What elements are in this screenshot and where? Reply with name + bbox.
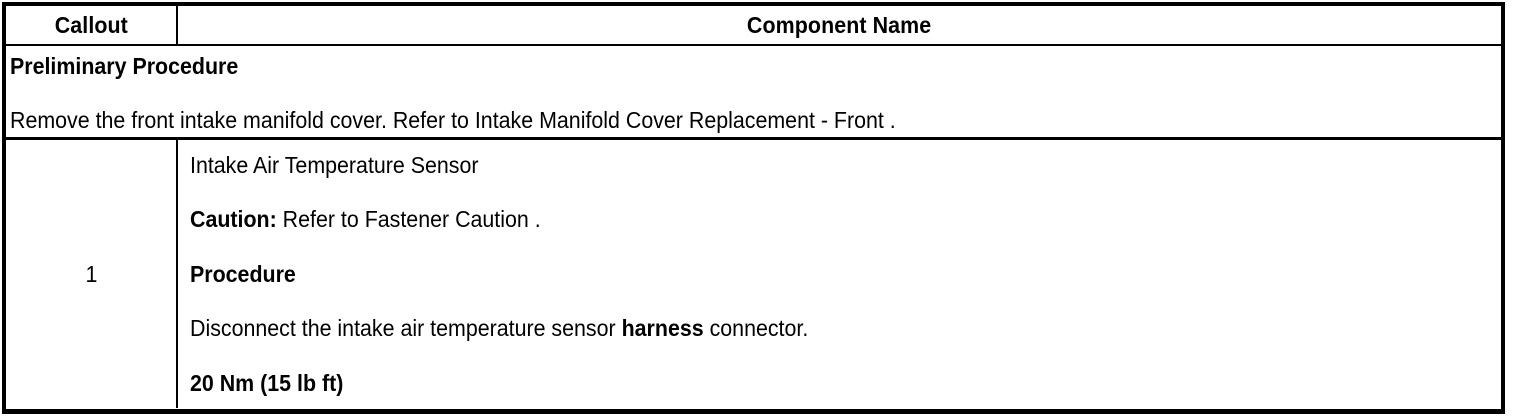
- callout-number: 1: [85, 260, 97, 287]
- caution-label: Caution:: [190, 206, 277, 232]
- table-header-row: Callout Component Name: [6, 6, 1501, 46]
- component-name-text: Intake Air Temperature Sensor: [190, 152, 479, 178]
- procedure-step-text-emphasis: harness: [621, 315, 704, 341]
- torque-specification: 20 Nm (15 lb ft): [190, 370, 344, 396]
- row-cell-component-name: Intake Air Temperature Sensor Caution: R…: [178, 140, 1501, 408]
- caution-text: Refer to Fastener Caution .: [276, 206, 541, 232]
- procedure-step-text-after: connector.: [703, 315, 809, 341]
- header-label-component-name: Component Name: [747, 11, 932, 38]
- header-cell-callout: Callout: [6, 6, 178, 44]
- procedure-step-line: Disconnect the intake air temperature se…: [190, 315, 808, 342]
- row-cell-callout: 1: [6, 140, 178, 408]
- preliminary-procedure-row: Preliminary Procedure Remove the front i…: [6, 46, 1501, 140]
- table-row: 1 Intake Air Temperature Sensor Caution:…: [6, 140, 1501, 408]
- procedure-heading: Procedure: [190, 261, 296, 287]
- header-cell-component-name: Component Name: [178, 6, 1501, 44]
- preliminary-procedure-heading: Preliminary Procedure: [10, 53, 239, 79]
- preliminary-procedure-text: Remove the front intake manifold cover. …: [10, 107, 896, 133]
- caution-line: Caution: Refer to Fastener Caution .: [190, 206, 541, 233]
- component-table: Callout Component Name Preliminary Proce…: [2, 2, 1505, 414]
- procedure-step-text-before: Disconnect the intake air temperature se…: [190, 315, 622, 341]
- header-label-callout: Callout: [54, 11, 128, 38]
